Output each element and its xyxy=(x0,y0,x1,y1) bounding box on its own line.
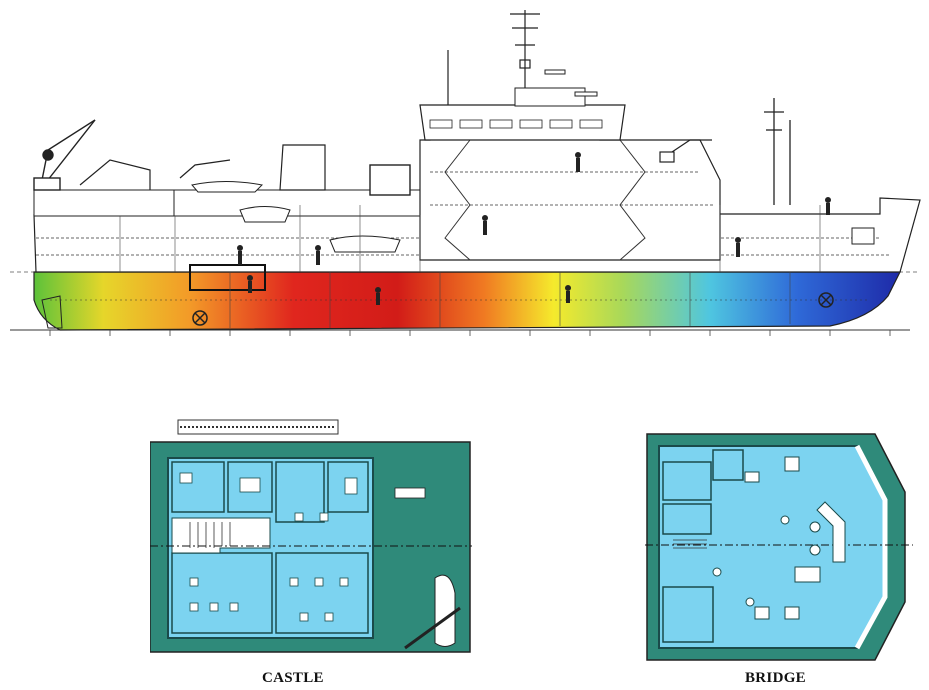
mast-icon xyxy=(447,10,540,105)
bridge-window-strip xyxy=(854,444,888,650)
furniture xyxy=(179,472,358,622)
bridge-stair xyxy=(673,539,707,549)
crane-icon xyxy=(79,159,231,190)
seats xyxy=(712,515,821,607)
bridge-rooms xyxy=(662,449,744,643)
bridge-windows xyxy=(429,119,603,129)
castle-rooms xyxy=(171,461,369,634)
frame-ticks xyxy=(49,330,891,336)
wheelhouse-top xyxy=(514,87,586,107)
consoles xyxy=(744,456,846,620)
ship-side-profile xyxy=(10,10,921,336)
bridge-caption: BRIDGE xyxy=(745,670,806,686)
aft-deck xyxy=(33,189,175,217)
stairwell xyxy=(171,517,271,554)
wheelhouse-interior xyxy=(658,445,886,649)
radar-icon xyxy=(544,69,598,97)
castle-deck-plan xyxy=(150,419,472,653)
bow-winch xyxy=(851,227,875,245)
person-icon xyxy=(237,152,831,305)
castle-caption: CASTLE xyxy=(262,670,324,686)
deck-fitting xyxy=(394,487,426,499)
lifeboat-icon xyxy=(434,574,456,647)
engine-casing xyxy=(369,164,411,196)
rudder xyxy=(41,295,63,329)
bridge-deck-plan xyxy=(645,433,913,661)
funnel xyxy=(279,144,326,191)
rescue-boat-bay xyxy=(189,264,266,291)
foremast-icon xyxy=(764,98,791,205)
crane-icon xyxy=(659,139,712,163)
room-partitions xyxy=(119,205,821,328)
crane-icon xyxy=(33,119,96,191)
lifeboat-icon xyxy=(191,181,401,253)
hull-heatmap xyxy=(33,271,901,331)
propeller-icon xyxy=(192,292,834,326)
